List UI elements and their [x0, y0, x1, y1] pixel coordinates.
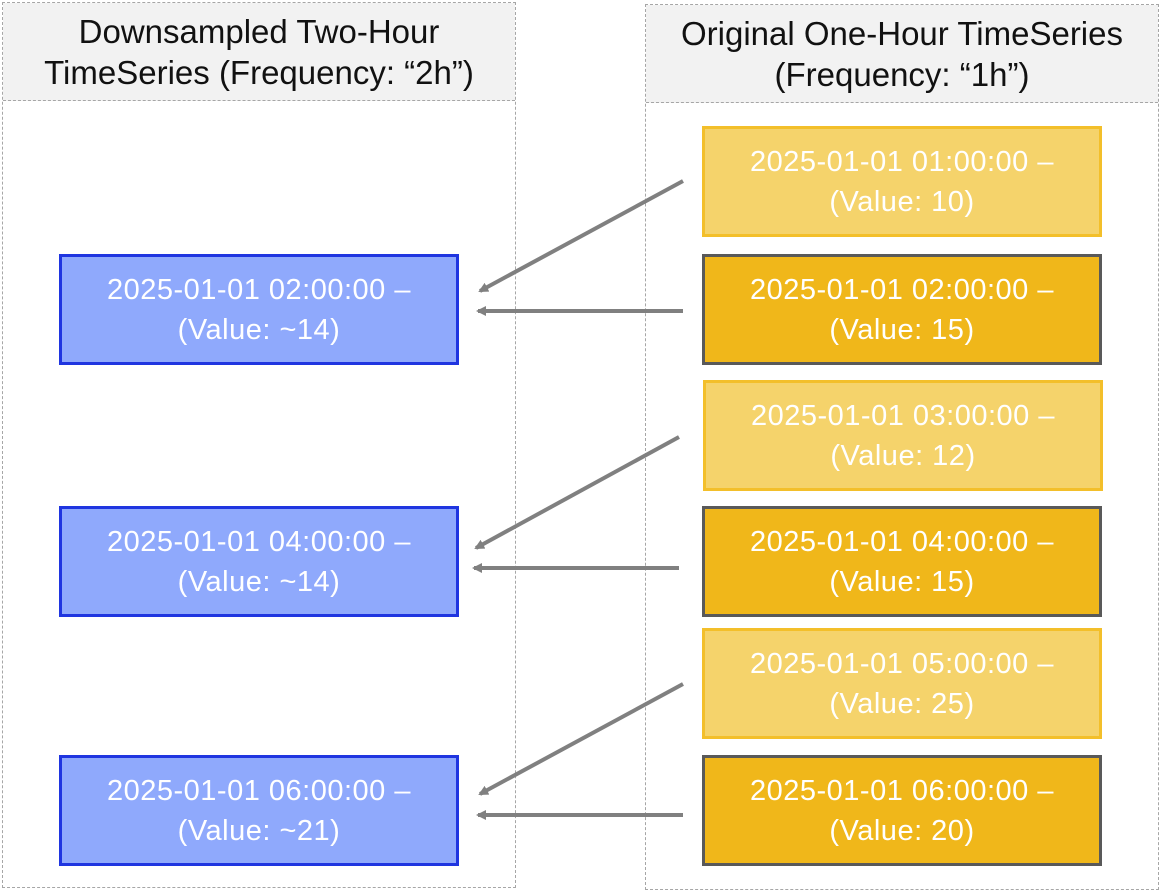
node-timestamp: 2025-01-01 03:00:00 – — [751, 399, 1055, 432]
downsampled-node: 2025-01-01 02:00:00 – (Value: ~14) — [59, 254, 459, 365]
original-title-line2: (Frequency: “1h”) — [774, 55, 1030, 93]
node-value: (Value: 15) — [829, 565, 975, 598]
original-node: 2025-01-01 02:00:00 – (Value: 15) — [702, 254, 1102, 365]
arrow-diagonal — [474, 435, 680, 550]
downsampled-node: 2025-01-01 06:00:00 – (Value: ~21) — [59, 755, 459, 866]
downsampled-panel: Downsampled Two-Hour TimeSeries (Frequen… — [2, 2, 516, 888]
node-value: (Value: 12) — [830, 439, 976, 472]
arrow-diagonal — [478, 682, 684, 796]
node-value: (Value: 20) — [829, 814, 975, 847]
node-timestamp: 2025-01-01 06:00:00 – — [750, 774, 1054, 807]
node-value: (Value: ~21) — [177, 814, 341, 847]
original-title-line1: Original One-Hour TimeSeries — [681, 14, 1123, 52]
original-node: 2025-01-01 06:00:00 – (Value: 20) — [702, 755, 1102, 866]
original-panel-header: Original One-Hour TimeSeries (Frequency:… — [646, 5, 1158, 103]
node-timestamp: 2025-01-01 06:00:00 – — [107, 774, 411, 807]
downsampled-node: 2025-01-01 04:00:00 – (Value: ~14) — [59, 506, 459, 617]
node-timestamp: 2025-01-01 04:00:00 – — [750, 525, 1054, 558]
node-timestamp: 2025-01-01 02:00:00 – — [107, 273, 411, 306]
arrow-diagonal — [478, 179, 684, 293]
node-timestamp: 2025-01-01 05:00:00 – — [750, 647, 1054, 680]
downsampled-title-line1: Downsampled Two-Hour — [78, 12, 440, 50]
original-node: 2025-01-01 05:00:00 – (Value: 25) — [702, 628, 1102, 739]
node-value: (Value: 10) — [829, 185, 975, 218]
original-panel: Original One-Hour TimeSeries (Frequency:… — [645, 4, 1159, 890]
node-value: (Value: 15) — [829, 313, 975, 346]
node-value: (Value: 25) — [829, 687, 975, 720]
original-node: 2025-01-01 03:00:00 – (Value: 12) — [703, 380, 1103, 491]
node-timestamp: 2025-01-01 04:00:00 – — [107, 525, 411, 558]
original-node: 2025-01-01 01:00:00 – (Value: 10) — [702, 126, 1102, 237]
node-value: (Value: ~14) — [177, 313, 341, 346]
node-timestamp: 2025-01-01 02:00:00 – — [750, 273, 1054, 306]
original-node: 2025-01-01 04:00:00 – (Value: 15) — [702, 506, 1102, 617]
node-value: (Value: ~14) — [177, 565, 341, 598]
downsampled-panel-header: Downsampled Two-Hour TimeSeries (Frequen… — [3, 3, 515, 101]
node-timestamp: 2025-01-01 01:00:00 – — [750, 145, 1054, 178]
downsampled-title-line2: TimeSeries (Frequency: “2h”) — [44, 53, 474, 91]
